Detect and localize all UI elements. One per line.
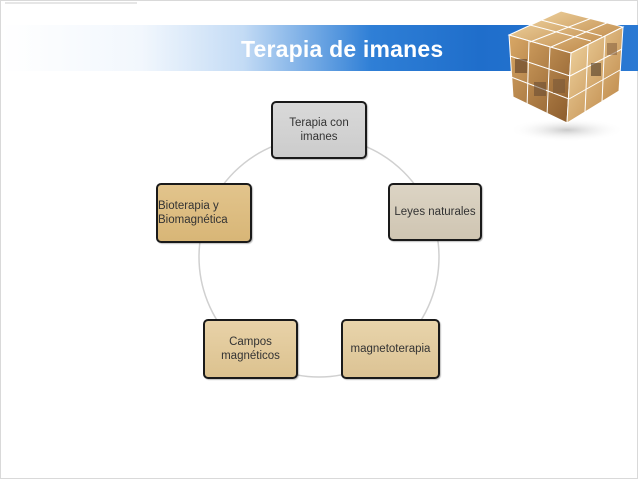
node-label: Terapia con imanes bbox=[289, 117, 349, 143]
cycle-node-campos-magneticos: Campos magnéticos bbox=[203, 319, 298, 379]
photo-cube-icon bbox=[507, 10, 625, 142]
cycle-node-magnetoterapia: magnetoterapia bbox=[341, 319, 440, 379]
slide-title: Terapia de imanes bbox=[241, 36, 444, 62]
node-label: magnetoterapia bbox=[350, 343, 431, 355]
cycle-node-leyes-naturales: Leyes naturales bbox=[388, 183, 482, 241]
node-label: Bioterapia y Biomagnética bbox=[158, 200, 228, 226]
node-label: Campos magnéticos bbox=[221, 336, 280, 362]
cycle-node-bioterapia-biomagnetica: Bioterapia y Biomagnética bbox=[156, 183, 252, 243]
node-label: Leyes naturales bbox=[394, 206, 476, 218]
header-rule bbox=[5, 2, 137, 4]
cycle-node-terapia-con-imanes: Terapia con imanes bbox=[271, 101, 367, 159]
